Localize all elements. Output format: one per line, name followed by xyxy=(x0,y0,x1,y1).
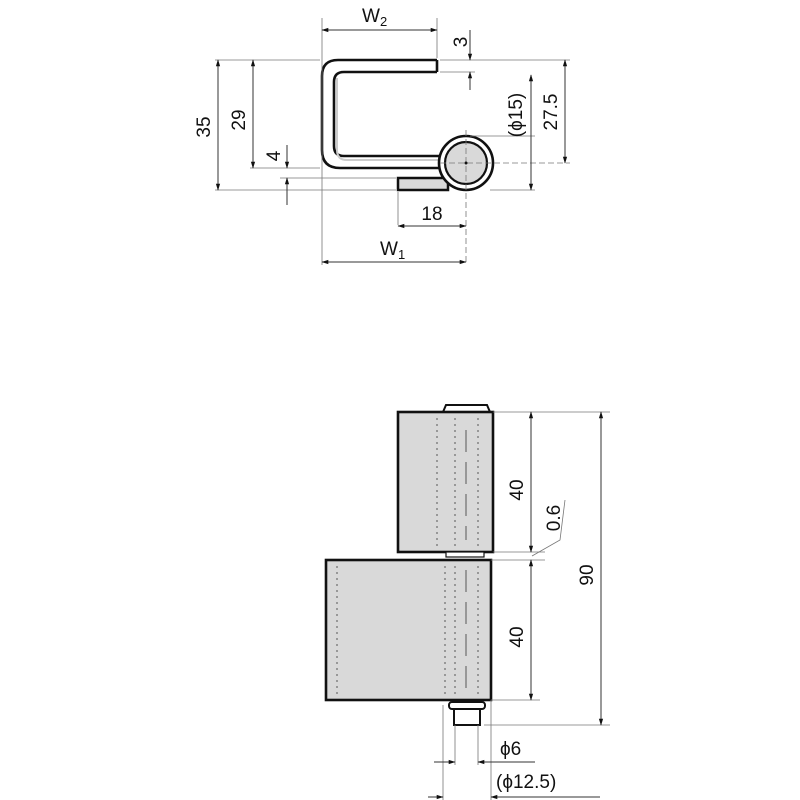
dim-4: 4 xyxy=(264,150,285,161)
dim-27-5: 27.5 xyxy=(541,94,562,131)
dim-18: 18 xyxy=(421,204,442,225)
upper-leaf xyxy=(396,410,495,554)
u-leaf-outline xyxy=(320,58,445,170)
lower-leaf xyxy=(324,558,493,702)
dim-upper-40: 40 xyxy=(507,479,528,500)
dim-w1: W1 xyxy=(380,239,405,262)
front-view: 40 0.6 40 90 ϕ6 (ϕ12.5) xyxy=(324,404,610,800)
dim-lower-40: 40 xyxy=(507,626,528,647)
dim-total-90: 90 xyxy=(577,564,598,585)
pin-end xyxy=(453,708,481,726)
dim-knuckle-dia: (ϕ12.5) xyxy=(496,772,556,793)
dim-29: 29 xyxy=(229,109,250,130)
dim-pin-dia: ϕ6 xyxy=(500,739,521,760)
dim-gap-0-6: 0.6 xyxy=(544,505,565,531)
u-leaf-inner xyxy=(332,70,445,158)
top-view: W2 3 35 29 4 (ϕ15) 27.5 18 W1 xyxy=(194,6,570,265)
dim-phi15: (ϕ15) xyxy=(506,93,527,137)
dim-w2: W2 xyxy=(362,6,387,29)
dim-3: 3 xyxy=(451,37,472,48)
flat-leaf xyxy=(396,176,450,192)
pin-collar xyxy=(448,701,486,710)
dim-35: 35 xyxy=(194,116,215,137)
